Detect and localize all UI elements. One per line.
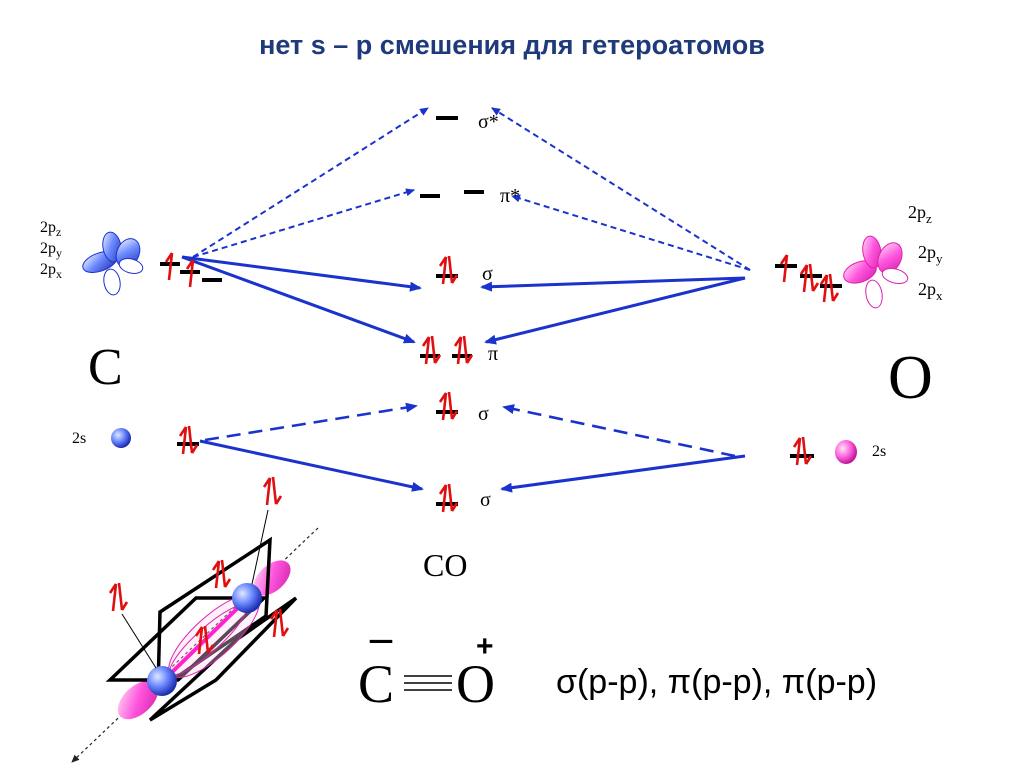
connector-o-pi (484, 276, 746, 345)
oxygen-2s-label: 2s (872, 443, 886, 460)
oxygen-p-orbitals-icon (843, 235, 909, 309)
oxygen-2s-electrons (792, 435, 813, 467)
label-pi-2p: π (488, 343, 498, 365)
label-pi-star: π* (500, 185, 520, 207)
carbon-symbol: C (88, 339, 123, 396)
carbon-2p-labels: 2pz 2py 2px (40, 219, 62, 281)
co-bond-3d-illustration (71, 475, 319, 763)
carbon-2s-label: 2s (72, 430, 86, 447)
label-sigma-2s-star: σ (478, 403, 489, 425)
carbon-2p-electron-1 (164, 251, 174, 282)
label-sigma-2s: σ (480, 489, 491, 511)
triple-bond-icon (404, 675, 452, 691)
connector-c-pi (181, 255, 416, 344)
connector-o-sigma-star (491, 107, 751, 271)
svg-text:2py: 2py (918, 242, 943, 266)
oxygen-symbol: O (888, 344, 933, 412)
connector-o2s-sigma (500, 454, 746, 493)
svg-text:2pz: 2pz (908, 202, 932, 226)
label-sigma-star: σ* (478, 111, 499, 133)
connector-c2s-sigma (199, 439, 424, 492)
lewis-left-atom: C (358, 654, 394, 714)
svg-text:2px: 2px (918, 279, 943, 303)
sigma-2s-star-connectors (204, 402, 736, 458)
connector-o-pi-star (511, 194, 751, 271)
antibonding-connectors (192, 107, 751, 271)
connector-c2s-sigma-star (204, 402, 418, 442)
mo-levels (420, 116, 484, 506)
oxygen-2s-orbital-icon (835, 440, 857, 464)
connector-o-sigma (480, 276, 746, 292)
page-title: нет s – p смешения для гетероатомов (259, 30, 765, 60)
svg-text:2pz: 2pz (40, 219, 61, 239)
lewis-right-charge: + (476, 630, 494, 663)
connector-c-sigma-star (192, 107, 429, 258)
carbon-p-orbitals-icon (82, 231, 144, 296)
oxygen-2p-electron-1 (779, 253, 789, 284)
svg-text:2px: 2px (40, 261, 62, 281)
svg-text:2py: 2py (40, 240, 62, 260)
molecule-label: CO (423, 547, 467, 583)
lewis-right-atom: O (456, 654, 495, 714)
lewis-left-charge: – (369, 613, 393, 662)
connector-c-pi-star (192, 188, 415, 258)
bond-description: σ(p-p), π(p-p), π(p-p) (556, 663, 877, 701)
carbon-2s-electrons (178, 424, 199, 456)
mo-electrons (421, 254, 474, 514)
lewis-structure: – + C O (358, 613, 495, 714)
carbon-2s-orbital-icon (111, 428, 131, 448)
connector-c-sigma (181, 255, 422, 292)
bonding-connectors (181, 255, 746, 493)
oxygen-2p-labels: 2pz 2py 2px (908, 202, 943, 303)
connector-o2s-sigma-star (502, 404, 736, 458)
label-sigma-2p: σ (482, 263, 493, 285)
